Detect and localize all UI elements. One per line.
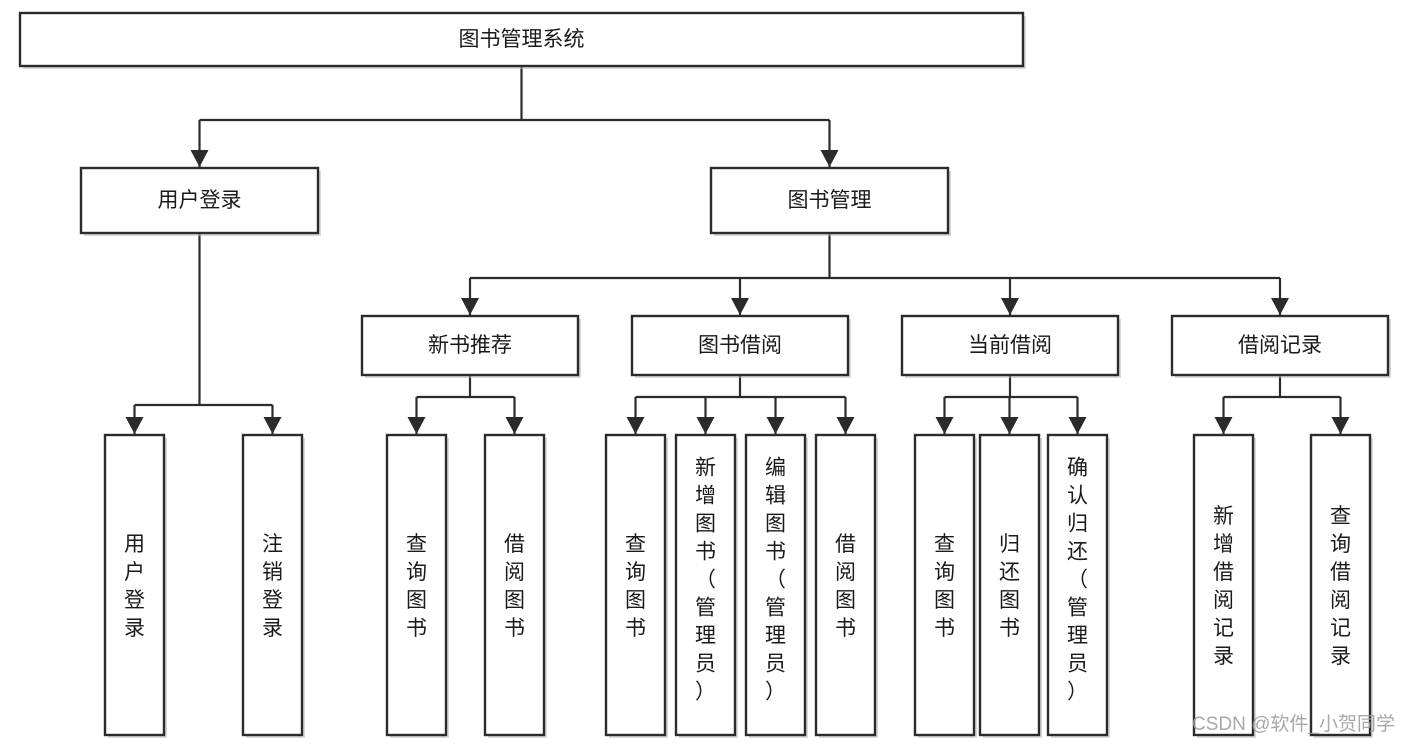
node-leaf-logout[interactable]: 注销登录 <box>241 433 305 738</box>
edge-group-new-book-recommend <box>407 375 524 434</box>
node-rect[interactable] <box>360 314 580 377</box>
node-label-vertical: 查询图书 <box>625 533 646 640</box>
arrow-head-icon <box>731 298 749 315</box>
node-rect[interactable] <box>913 433 976 737</box>
node-book-manage[interactable]: 图书管理 <box>709 166 951 236</box>
node-label-vertical: 用户登录 <box>124 533 145 640</box>
arrow-head-icon <box>190 150 209 167</box>
node-label-vertical: 编辑图书（管理员） <box>765 456 786 703</box>
csdn-watermark: CSDN @软件_小贺同学 <box>1192 713 1395 735</box>
node-leaf-borrow-book-2[interactable]: 借阅图书 <box>814 433 878 738</box>
node-rect[interactable] <box>630 314 850 377</box>
arrow-head-icon <box>407 417 426 434</box>
node-rect[interactable] <box>814 433 877 737</box>
node-rect[interactable] <box>1309 433 1372 737</box>
node-label: 图书借阅 <box>698 334 782 357</box>
node-label: 图书管理 <box>788 189 872 212</box>
edge-group-book-manage <box>461 233 1289 315</box>
arrow-head-icon <box>626 417 645 434</box>
node-label: 当前借阅 <box>968 334 1052 357</box>
node-label: 图书管理系统 <box>459 28 585 51</box>
arrow-head-icon <box>1214 417 1233 434</box>
node-leaf-edit-book[interactable]: 编辑图书（管理员） <box>744 433 808 738</box>
arrow-head-icon <box>1000 417 1019 434</box>
node-leaf-confirm-return[interactable]: 确认归还（管理员） <box>1046 433 1110 738</box>
node-leaf-user-login[interactable]: 用户登录 <box>103 433 167 738</box>
arrow-head-icon <box>461 298 479 315</box>
node-user-login[interactable]: 用户登录 <box>79 166 321 236</box>
node-new-book-recommend[interactable]: 新书推荐 <box>360 314 581 378</box>
arrow-head-icon <box>1331 417 1350 434</box>
node-label-vertical: 借阅图书 <box>835 533 856 640</box>
node-rect[interactable] <box>1046 433 1109 737</box>
node-label-vertical: 注销登录 <box>262 533 283 640</box>
node-label: 用户登录 <box>158 189 242 212</box>
node-rect[interactable] <box>18 11 1025 68</box>
node-book-borrow[interactable]: 图书借阅 <box>630 314 851 378</box>
node-label-vertical: 查询图书 <box>406 533 427 640</box>
node-rect[interactable] <box>744 433 807 737</box>
arrow-head-icon <box>820 150 839 167</box>
node-rect[interactable] <box>1170 314 1390 377</box>
arrow-head-icon <box>1001 298 1019 315</box>
arrow-head-icon <box>505 417 524 434</box>
arrow-head-icon <box>696 417 715 434</box>
arrow-head-icon <box>1271 298 1289 315</box>
node-leaf-add-book[interactable]: 新增图书（管理员） <box>674 433 738 738</box>
node-rect[interactable] <box>978 433 1041 737</box>
node-current-borrow[interactable]: 当前借阅 <box>900 314 1121 378</box>
node-label-vertical: 借阅图书 <box>504 533 525 640</box>
node-label-vertical: 查询借阅记录 <box>1330 505 1351 668</box>
node-label: 借阅记录 <box>1238 334 1322 357</box>
arrow-head-icon <box>125 417 144 434</box>
node-rect[interactable] <box>483 433 546 737</box>
node-rect[interactable] <box>674 433 737 737</box>
node-rect[interactable] <box>1192 433 1255 737</box>
edge-group-book-borrow <box>626 375 855 434</box>
node-leaf-query-book-1[interactable]: 查询图书 <box>385 433 449 738</box>
arrow-head-icon <box>263 417 282 434</box>
node-root[interactable]: 图书管理系统 <box>18 11 1026 69</box>
edge-group-user-login <box>125 233 282 434</box>
node-label-vertical: 查询图书 <box>934 533 955 640</box>
node-rect[interactable] <box>241 433 304 737</box>
node-leaf-return-book[interactable]: 归还图书 <box>978 433 1042 738</box>
node-label-vertical: 新增借阅记录 <box>1213 505 1234 668</box>
arrow-head-icon <box>1068 417 1087 434</box>
arrow-head-icon <box>766 417 785 434</box>
arrow-head-icon <box>935 417 954 434</box>
node-rect[interactable] <box>385 433 448 737</box>
node-label: 新书推荐 <box>428 334 512 357</box>
node-label-vertical: 新增图书（管理员） <box>695 456 716 703</box>
node-leaf-query-book-3[interactable]: 查询图书 <box>913 433 977 738</box>
node-leaf-borrow-book-1[interactable]: 借阅图书 <box>483 433 547 738</box>
node-leaf-query-book-2[interactable]: 查询图书 <box>604 433 668 738</box>
node-label-vertical: 归还图书 <box>999 533 1020 640</box>
node-borrow-record[interactable]: 借阅记录 <box>1170 314 1391 378</box>
connector-layer <box>125 66 1350 434</box>
edge-group-borrow-record <box>1214 375 1350 434</box>
node-rect[interactable] <box>604 433 667 737</box>
node-label-vertical: 确认归还（管理员） <box>1067 456 1088 703</box>
node-layer: 图书管理系统用户登录图书管理新书推荐图书借阅当前借阅借阅记录用户登录注销登录查询… <box>18 11 1391 738</box>
edge-group-root <box>190 66 839 167</box>
node-rect[interactable] <box>709 166 950 235</box>
node-leaf-add-record[interactable]: 新增借阅记录 <box>1192 433 1256 738</box>
node-rect[interactable] <box>103 433 166 737</box>
arrow-head-icon <box>836 417 855 434</box>
edge-group-current-borrow <box>935 375 1087 434</box>
node-rect[interactable] <box>79 166 320 235</box>
node-rect[interactable] <box>900 314 1120 377</box>
node-leaf-query-record[interactable]: 查询借阅记录 <box>1309 433 1373 738</box>
